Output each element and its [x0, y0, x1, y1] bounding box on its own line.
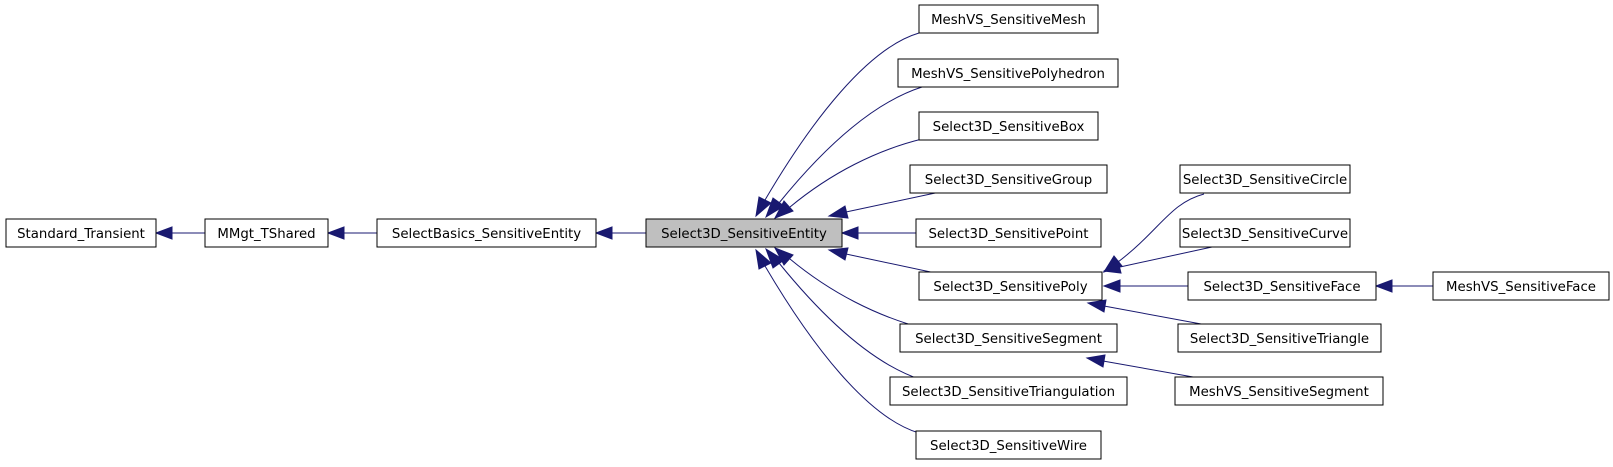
edge-select3d-entity-to-selectbasics [594, 226, 646, 240]
edge-select3d-sensitivegroup-to-entity [827, 191, 941, 219]
svg-text:Select3D_SensitivePoint: Select3D_SensitivePoint [928, 227, 1088, 242]
class-node-select3d-sensitiveentity: Select3D_SensitiveEntity [645, 218, 843, 248]
svg-text:Select3D_SensitiveWire: Select3D_SensitiveWire [930, 439, 1087, 454]
edge-select3d-sensitivetriangle-to-poly [1086, 299, 1213, 327]
edge-select3d-sensitivewire-to-entity [755, 248, 920, 434]
class-node-meshvs-sensitivesegment[interactable]: MeshVS_SensitiveSegment [1174, 376, 1384, 406]
svg-text:Select3D_SensitiveBox: Select3D_SensitiveBox [933, 120, 1085, 135]
edge-select3d-sensitivepoly-to-entity [827, 247, 941, 275]
class-node-mmgt-tshared[interactable]: MMgt_TShared [204, 218, 329, 248]
edge-mmgt-tshared-to-standard-transient [154, 226, 205, 240]
svg-text:MeshVS_SensitiveSegment: MeshVS_SensitiveSegment [1189, 385, 1369, 400]
class-node-select3d-sensitivepoint[interactable]: Select3D_SensitivePoint [915, 218, 1102, 248]
edge-meshvs-sensitivepolyhedron-to-entity [765, 86, 923, 219]
svg-text:MMgt_TShared: MMgt_TShared [217, 227, 315, 242]
svg-text:Select3D_SensitiveEntity: Select3D_SensitiveEntity [661, 227, 827, 242]
class-node-select3d-sensitiveface[interactable]: Select3D_SensitiveFace [1187, 271, 1377, 301]
svg-text:Select3D_SensitiveTriangle: Select3D_SensitiveTriangle [1190, 332, 1369, 347]
svg-text:MeshVS_SensitiveFace: MeshVS_SensitiveFace [1446, 280, 1596, 295]
svg-text:Select3D_SensitiveSegment: Select3D_SensitiveSegment [915, 332, 1102, 347]
svg-text:MeshVS_SensitiveMesh: MeshVS_SensitiveMesh [931, 13, 1086, 28]
svg-text:Select3D_SensitiveCurve: Select3D_SensitiveCurve [1182, 227, 1348, 242]
class-node-select3d-sensitivecircle[interactable]: Select3D_SensitiveCircle [1179, 164, 1351, 194]
edge-selectbasics-to-mmgt-tshared [326, 226, 377, 240]
edge-select3d-sensitivesegment-to-entity [773, 247, 923, 329]
svg-text:MeshVS_SensitivePolyhedron: MeshVS_SensitivePolyhedron [911, 67, 1105, 82]
class-node-standard-transient[interactable]: Standard_Transient [5, 218, 157, 248]
class-node-select3d-sensitivewire[interactable]: Select3D_SensitiveWire [915, 430, 1102, 460]
class-node-select3d-sensitivetriangle[interactable]: Select3D_SensitiveTriangle [1177, 323, 1382, 353]
edge-select3d-sensitivetriangulation-to-entity [765, 247, 923, 381]
svg-text:Select3D_SensitiveTriangulatio: Select3D_SensitiveTriangulation [902, 385, 1115, 400]
svg-text:Select3D_SensitiveCircle: Select3D_SensitiveCircle [1183, 173, 1347, 188]
edge-select3d-sensitiveface-to-poly [1102, 279, 1188, 293]
svg-text:Standard_Transient: Standard_Transient [17, 227, 145, 242]
class-node-select3d-sensitivesegment[interactable]: Select3D_SensitiveSegment [899, 323, 1118, 353]
class-node-select3d-sensitivepoly[interactable]: Select3D_SensitivePoly [918, 271, 1103, 301]
edge-select3d-sensitivecurve-to-poly [1102, 246, 1213, 274]
edge-meshvs-sensitiveface-to-face [1374, 279, 1433, 293]
class-node-select3d-sensitivebox[interactable]: Select3D_SensitiveBox [918, 111, 1099, 141]
class-node-meshvs-sensitivemesh[interactable]: MeshVS_SensitiveMesh [918, 4, 1099, 34]
svg-text:Select3D_SensitiveGroup: Select3D_SensitiveGroup [925, 173, 1092, 188]
class-node-select3d-sensitivecurve[interactable]: Select3D_SensitiveCurve [1179, 218, 1351, 248]
edge-meshvs-sensitivemesh-to-entity [755, 32, 920, 218]
svg-text:SelectBasics_SensitiveEntity: SelectBasics_SensitiveEntity [392, 227, 581, 242]
edge-select3d-sensitivepoint-to-entity [840, 226, 916, 240]
edge-meshvs-sensitivesegment-to-segment [1085, 354, 1211, 381]
class-node-meshvs-sensitiveface[interactable]: MeshVS_SensitiveFace [1432, 271, 1610, 301]
edge-select3d-sensitivebox-to-entity [773, 138, 923, 219]
class-node-selectbasics-sensitiveentity[interactable]: SelectBasics_SensitiveEntity [376, 218, 597, 248]
svg-text:Select3D_SensitivePoly: Select3D_SensitivePoly [933, 280, 1087, 295]
class-node-select3d-sensitivegroup[interactable]: Select3D_SensitiveGroup [909, 164, 1108, 194]
svg-text:Select3D_SensitiveFace: Select3D_SensitiveFace [1203, 280, 1360, 295]
class-node-select3d-sensitivetriangulation[interactable]: Select3D_SensitiveTriangulation [889, 376, 1128, 406]
class-node-meshvs-sensitivepolyhedron[interactable]: MeshVS_SensitivePolyhedron [897, 58, 1119, 88]
